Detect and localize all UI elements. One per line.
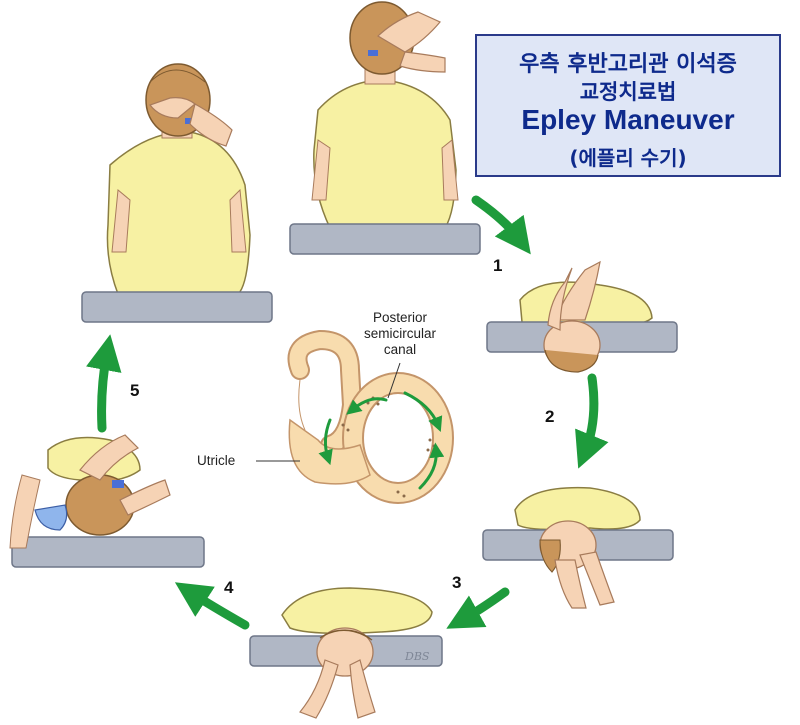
figure-step-1-supine bbox=[486, 260, 678, 373]
figure-start-seated bbox=[289, 1, 481, 255]
step-label-1: 1 bbox=[493, 256, 503, 275]
arrow-step-1 bbox=[471, 195, 531, 255]
figure-step-4-side-lying bbox=[9, 434, 205, 568]
step-label-4: 4 bbox=[224, 578, 234, 597]
label-utricle: Utricle bbox=[197, 453, 236, 468]
arrow-step-5 bbox=[86, 334, 122, 433]
figure-step-5-seated bbox=[81, 63, 273, 323]
arrow-step-4 bbox=[174, 582, 250, 630]
step-arrows bbox=[86, 195, 609, 630]
label-posterior-canal-line-1: Posterior bbox=[372, 310, 428, 325]
label-posterior-canal: Posterior semicircular canal bbox=[355, 310, 445, 358]
title-line-2: 교정치료법 bbox=[579, 80, 677, 104]
figure-step-3-side bbox=[249, 587, 443, 719]
title-line-1: 우측 후반고리관 이석증 bbox=[519, 52, 737, 77]
artist-signature: DBS bbox=[405, 650, 430, 663]
title-box: 우측 후반고리관 이석증 교정치료법 Epley Maneuver (에플리 수… bbox=[475, 34, 781, 177]
label-posterior-canal-line-2: semicircular bbox=[363, 326, 436, 341]
step-label-3: 3 bbox=[452, 573, 462, 592]
title-line-4: (에플리 수기) bbox=[569, 146, 687, 170]
figure-step-2-supine-turned bbox=[482, 486, 674, 609]
label-posterior-canal-line-3: canal bbox=[383, 342, 417, 357]
step-label-5: 5 bbox=[130, 381, 140, 400]
step-label-2: 2 bbox=[545, 407, 555, 426]
inner-ear-diagram bbox=[256, 329, 454, 504]
title-line-3: Epley Maneuver bbox=[521, 104, 735, 135]
arrow-step-3 bbox=[446, 587, 510, 629]
arrow-step-2 bbox=[575, 373, 609, 469]
